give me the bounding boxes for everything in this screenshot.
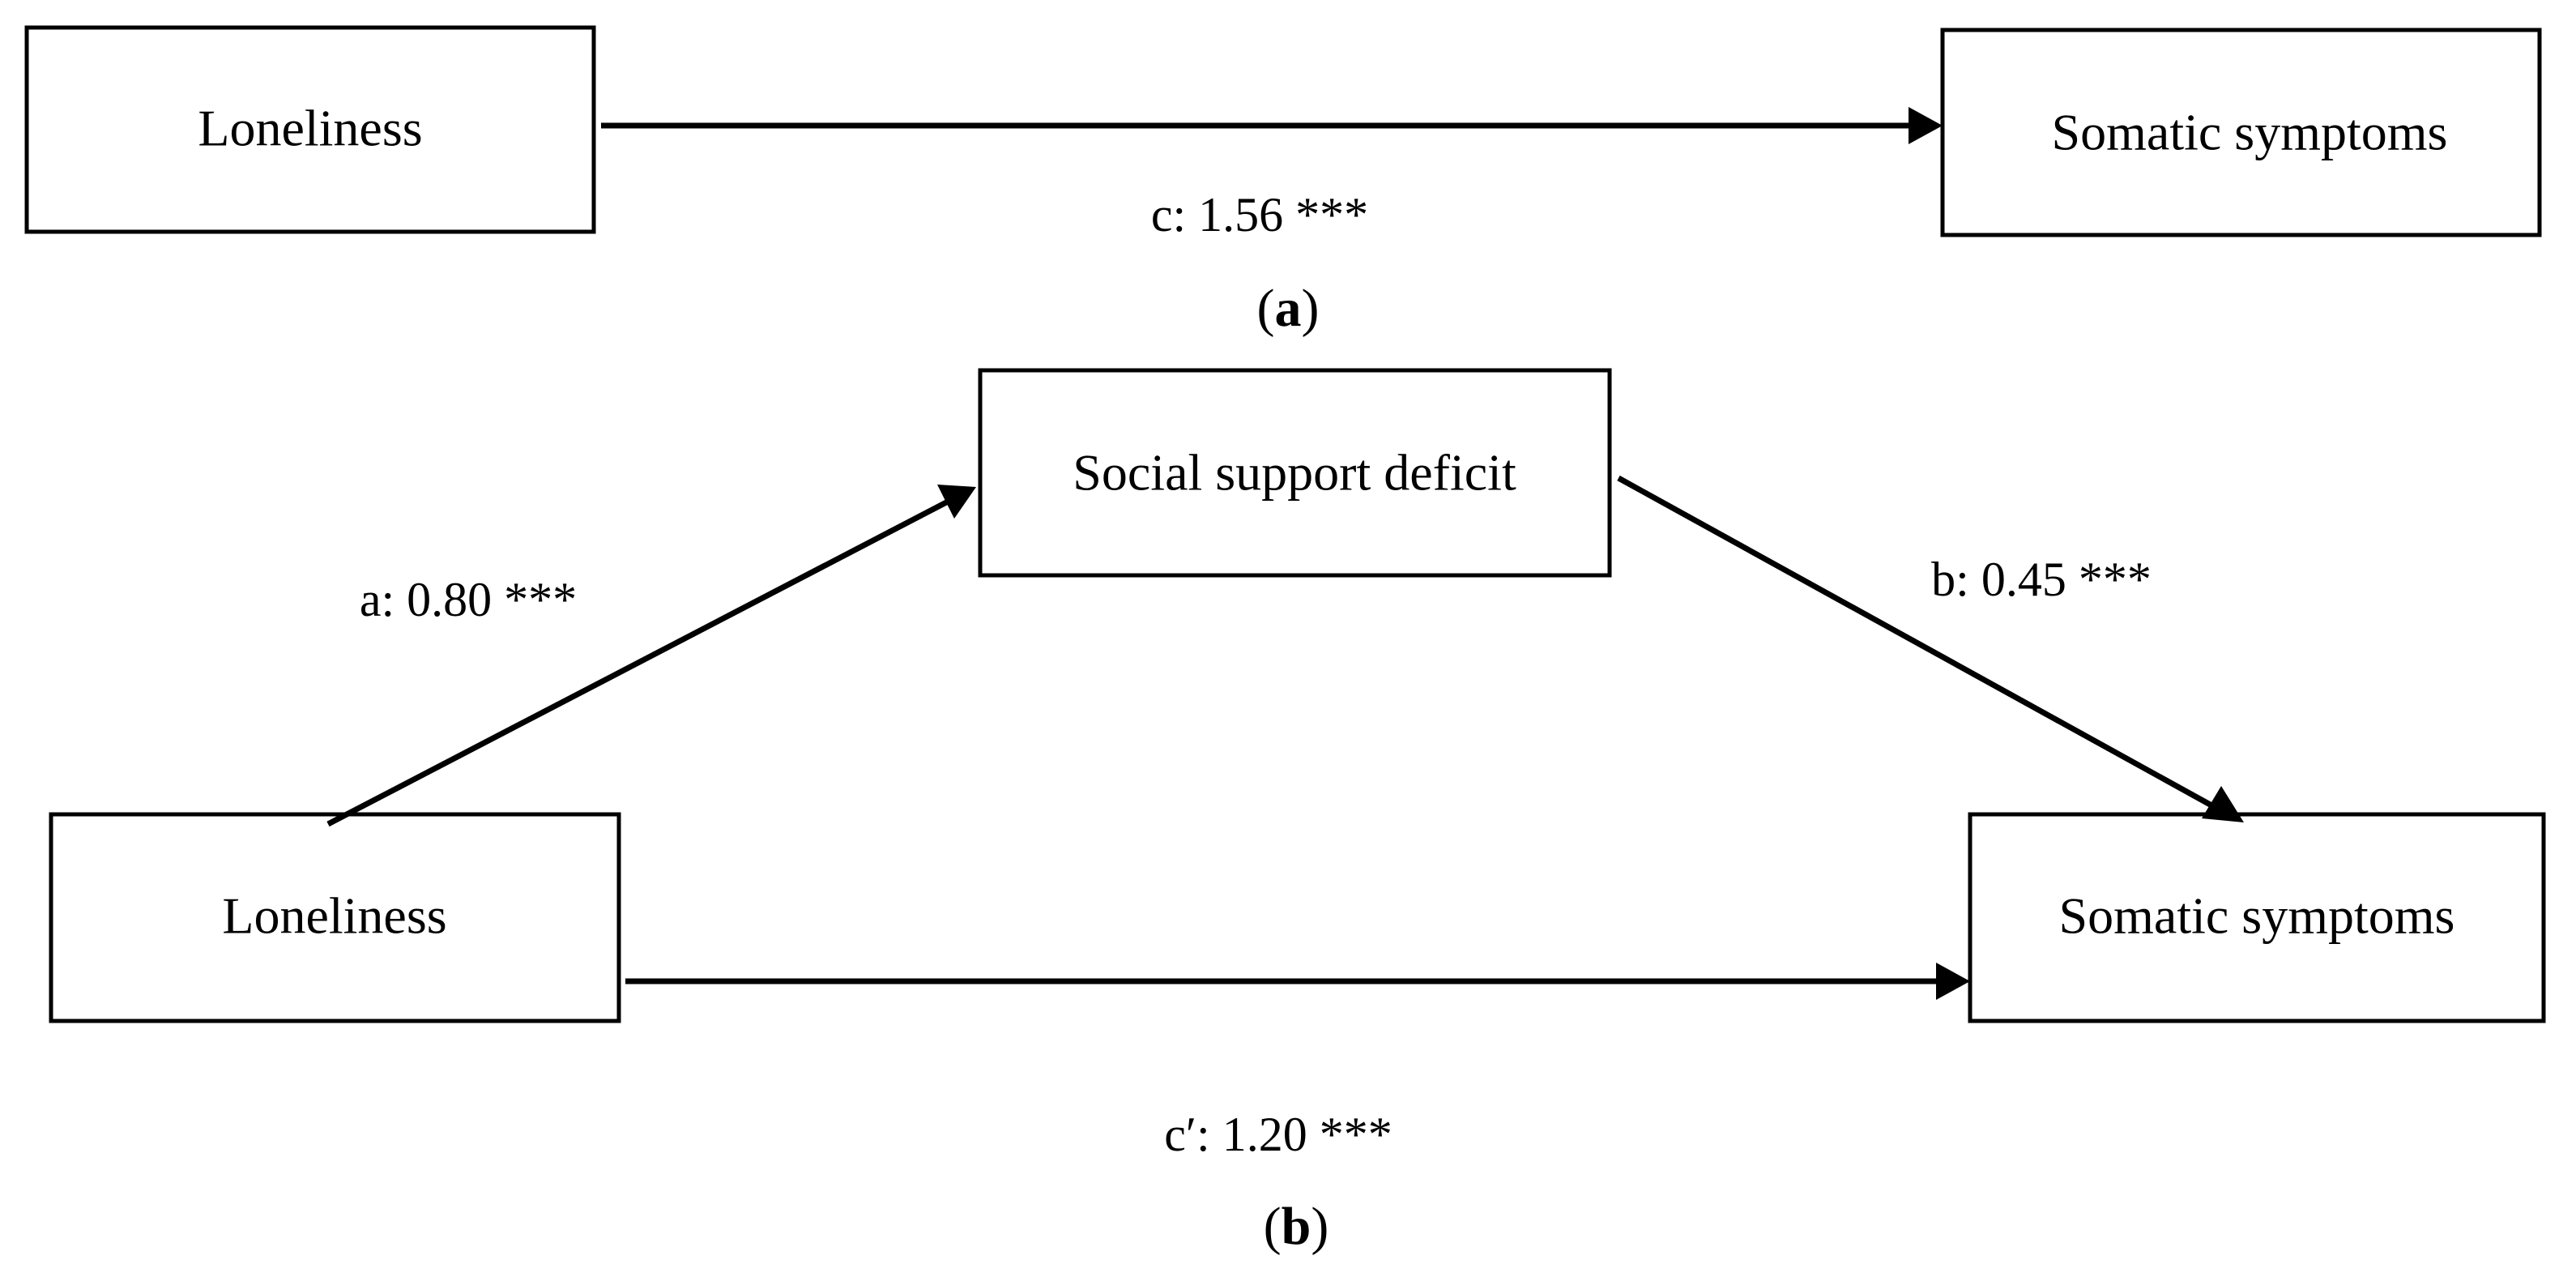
edge-a-arrowhead <box>937 485 976 519</box>
edge-c-prime-arrowhead <box>1936 963 1970 1000</box>
edge-a-label: a: 0.80 *** <box>360 573 577 626</box>
panel-b-edge-c-prime <box>625 963 1970 1000</box>
panel-b-somatic-label: Somatic symptoms <box>2059 887 2455 945</box>
panel-b-social-support-node: Social support deficit <box>978 368 1612 578</box>
panel-a-somatic-node: Somatic symptoms <box>1940 28 2542 237</box>
panel-a-somatic-label: Somatic symptoms <box>2052 104 2448 161</box>
edge-b-line <box>1617 475 2215 809</box>
edge-c-prime-label: c′: 1.20 *** <box>1164 1108 1392 1161</box>
panel-a-caption: (a) <box>1257 279 1320 338</box>
panel-a-caption-letter: a <box>1275 279 1302 338</box>
edge-c-label: c: 1.56 *** <box>1151 188 1368 241</box>
panel-b-loneliness-node: Loneliness <box>49 812 621 1023</box>
panel-b-social-support-label: Social support deficit <box>1073 444 1516 502</box>
panel-a-edge-c <box>601 107 1943 144</box>
panel-b-edge-a <box>326 485 976 827</box>
edge-b-arrowhead <box>2202 786 2244 822</box>
panel-b-caption: (b) <box>1264 1197 1329 1256</box>
panel-a-loneliness-node: Loneliness <box>24 25 596 234</box>
panel-b-edge-b <box>1617 475 2244 822</box>
edge-a-line <box>326 498 951 827</box>
edge-b-label: b: 0.45 *** <box>1931 553 2152 606</box>
panel-b-caption-letter: b <box>1282 1197 1311 1256</box>
panel-a-loneliness-label: Loneliness <box>198 100 422 157</box>
panel-b-loneliness-label: Loneliness <box>222 887 446 945</box>
panel-b: Social support deficit Loneliness Somati… <box>49 368 2546 1256</box>
panel-b-somatic-node: Somatic symptoms <box>1968 812 2546 1023</box>
panel-a: Loneliness Somatic symptoms c: 1.56 *** … <box>24 25 2542 338</box>
edge-c-arrowhead <box>1909 107 1943 144</box>
